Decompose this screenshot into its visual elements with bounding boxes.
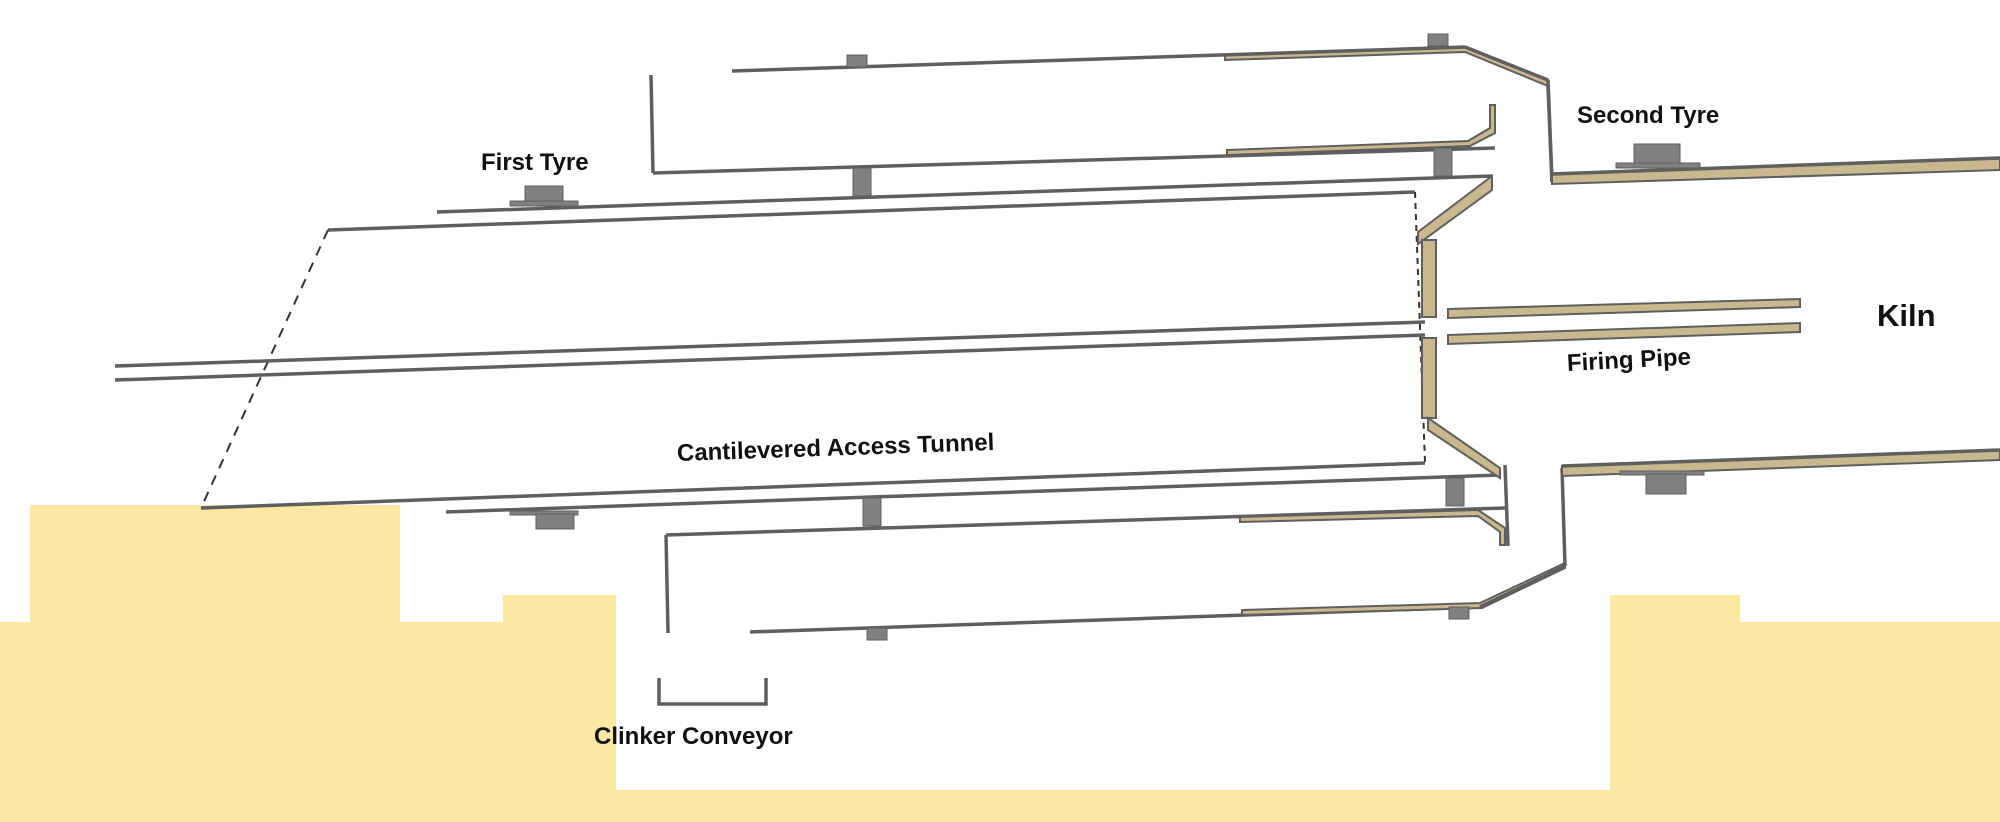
foundation-ground: [0, 505, 2000, 822]
hood-ring: [1417, 173, 1510, 547]
tunnel-mouth-dashed: [200, 229, 329, 509]
hood-roller-block: [866, 627, 888, 641]
inner-hood-refractory-upper: [1226, 104, 1496, 157]
outer-hood-lower: [749, 467, 1567, 641]
kiln-shell-upper: [1546, 85, 2000, 186]
inner-hood-lower: [664, 477, 1506, 634]
hood-roller-block: [1448, 606, 1470, 620]
kiln-label: Kiln: [1877, 298, 1936, 333]
inner-hood-upper: [649, 74, 1496, 197]
second-tyre-label: Second Tyre: [1577, 102, 1720, 129]
first-tyre-lower: [509, 510, 579, 530]
hood-roller-block: [1427, 33, 1449, 47]
firing-pipe-upper-line: [114, 320, 1426, 368]
clinker-conveyor: [657, 678, 768, 706]
second-tyre-lower: [1619, 470, 1705, 495]
support-post: [852, 167, 872, 197]
support-post: [1445, 477, 1465, 507]
hood-roller-block: [846, 54, 868, 68]
first-tyre-upper: [509, 185, 579, 207]
second-tyre: [1615, 143, 1701, 169]
first-tyre-label: First Tyre: [481, 149, 589, 176]
firing-pipe-lower-line: [114, 333, 1426, 382]
clinker-conveyor-label: Clinker Conveyor: [594, 723, 793, 750]
firing-pipe-label: Firing Pipe: [1566, 343, 1692, 377]
support-post: [1433, 147, 1453, 177]
tunnel-floor: [200, 461, 1426, 510]
kiln-shell-lower: [1561, 448, 2000, 478]
firing-pipe: [1447, 297, 1801, 346]
support-post: [862, 497, 882, 527]
